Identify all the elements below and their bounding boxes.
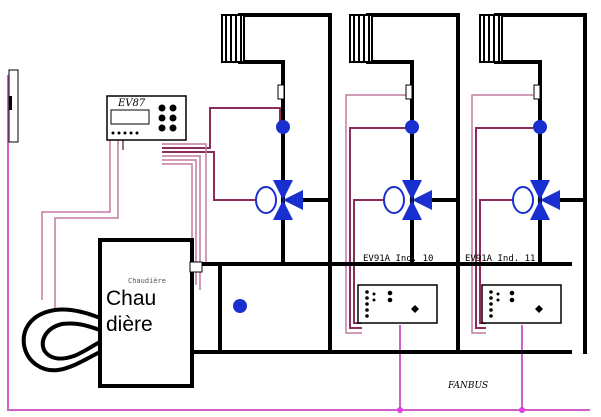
mixing-valve <box>512 180 560 220</box>
controller-display <box>110 109 150 125</box>
mixing-valve <box>255 180 303 220</box>
controller-ev87: EV87 <box>106 95 187 150</box>
room-thermostat <box>8 69 19 143</box>
circulator-pump <box>533 120 547 134</box>
controller-keypad <box>158 104 177 132</box>
circulator-pump <box>276 120 290 134</box>
pipework <box>188 13 587 354</box>
radiator <box>349 14 373 63</box>
circulator-pump <box>233 299 247 313</box>
zone-controller <box>357 284 438 324</box>
boiler: Chaudière Chau dière <box>98 238 203 388</box>
radiator <box>479 14 503 63</box>
temperature-sensor <box>277 84 285 100</box>
boiler-label-line1: Chau <box>106 287 156 310</box>
zone-controller-label: EV91A Ind. 10 <box>363 254 433 264</box>
bus-node <box>397 407 403 413</box>
zone-controller-label: EV91A Ind. 11 <box>465 254 535 264</box>
fanbus-label: FANBUS <box>447 381 488 391</box>
controller-leds <box>111 131 139 135</box>
controller-label: EV87 <box>117 98 146 109</box>
mixing-valve <box>383 180 432 220</box>
temperature-sensor <box>533 84 541 100</box>
bus-node <box>519 407 525 413</box>
zone-controller <box>481 284 562 324</box>
dhw-tank <box>21 307 101 373</box>
temperature-sensor <box>405 84 413 100</box>
radiator <box>221 14 245 63</box>
boiler-label-small: Chaudière <box>128 277 166 285</box>
boiler-label-line2: dière <box>106 313 153 336</box>
fanbus-line <box>7 75 590 411</box>
circulator-pump <box>405 120 419 134</box>
